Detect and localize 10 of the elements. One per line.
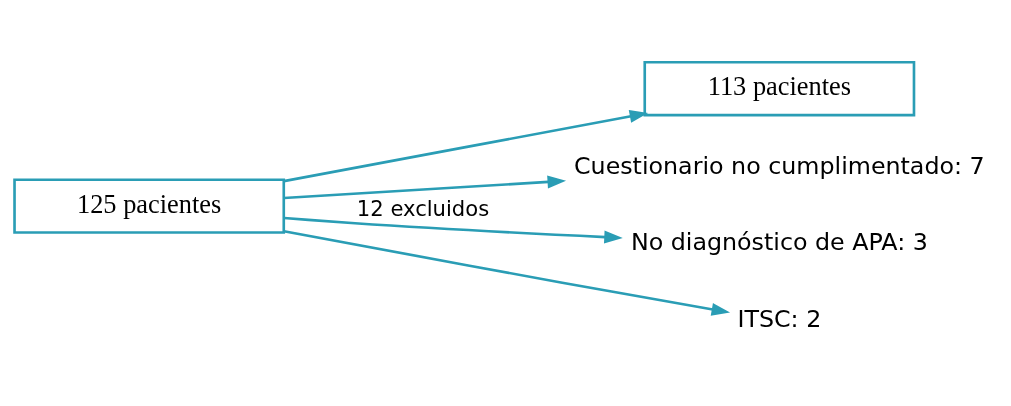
- arrow: [284, 216, 623, 244]
- arrow: [283, 229, 731, 316]
- arrow: [283, 174, 567, 199]
- edge-label: 12 excluidos: [356, 195, 490, 221]
- node-box: 113 pacientes: [643, 60, 916, 116]
- arrow: [283, 109, 649, 182]
- node-box: 125 pacientes: [13, 177, 286, 234]
- node-text: Cuestionario no cumplimentado: 7: [574, 151, 985, 180]
- node-text: ITSC: 2: [737, 304, 822, 333]
- node-text: No diagnóstico de APA: 3: [630, 227, 928, 256]
